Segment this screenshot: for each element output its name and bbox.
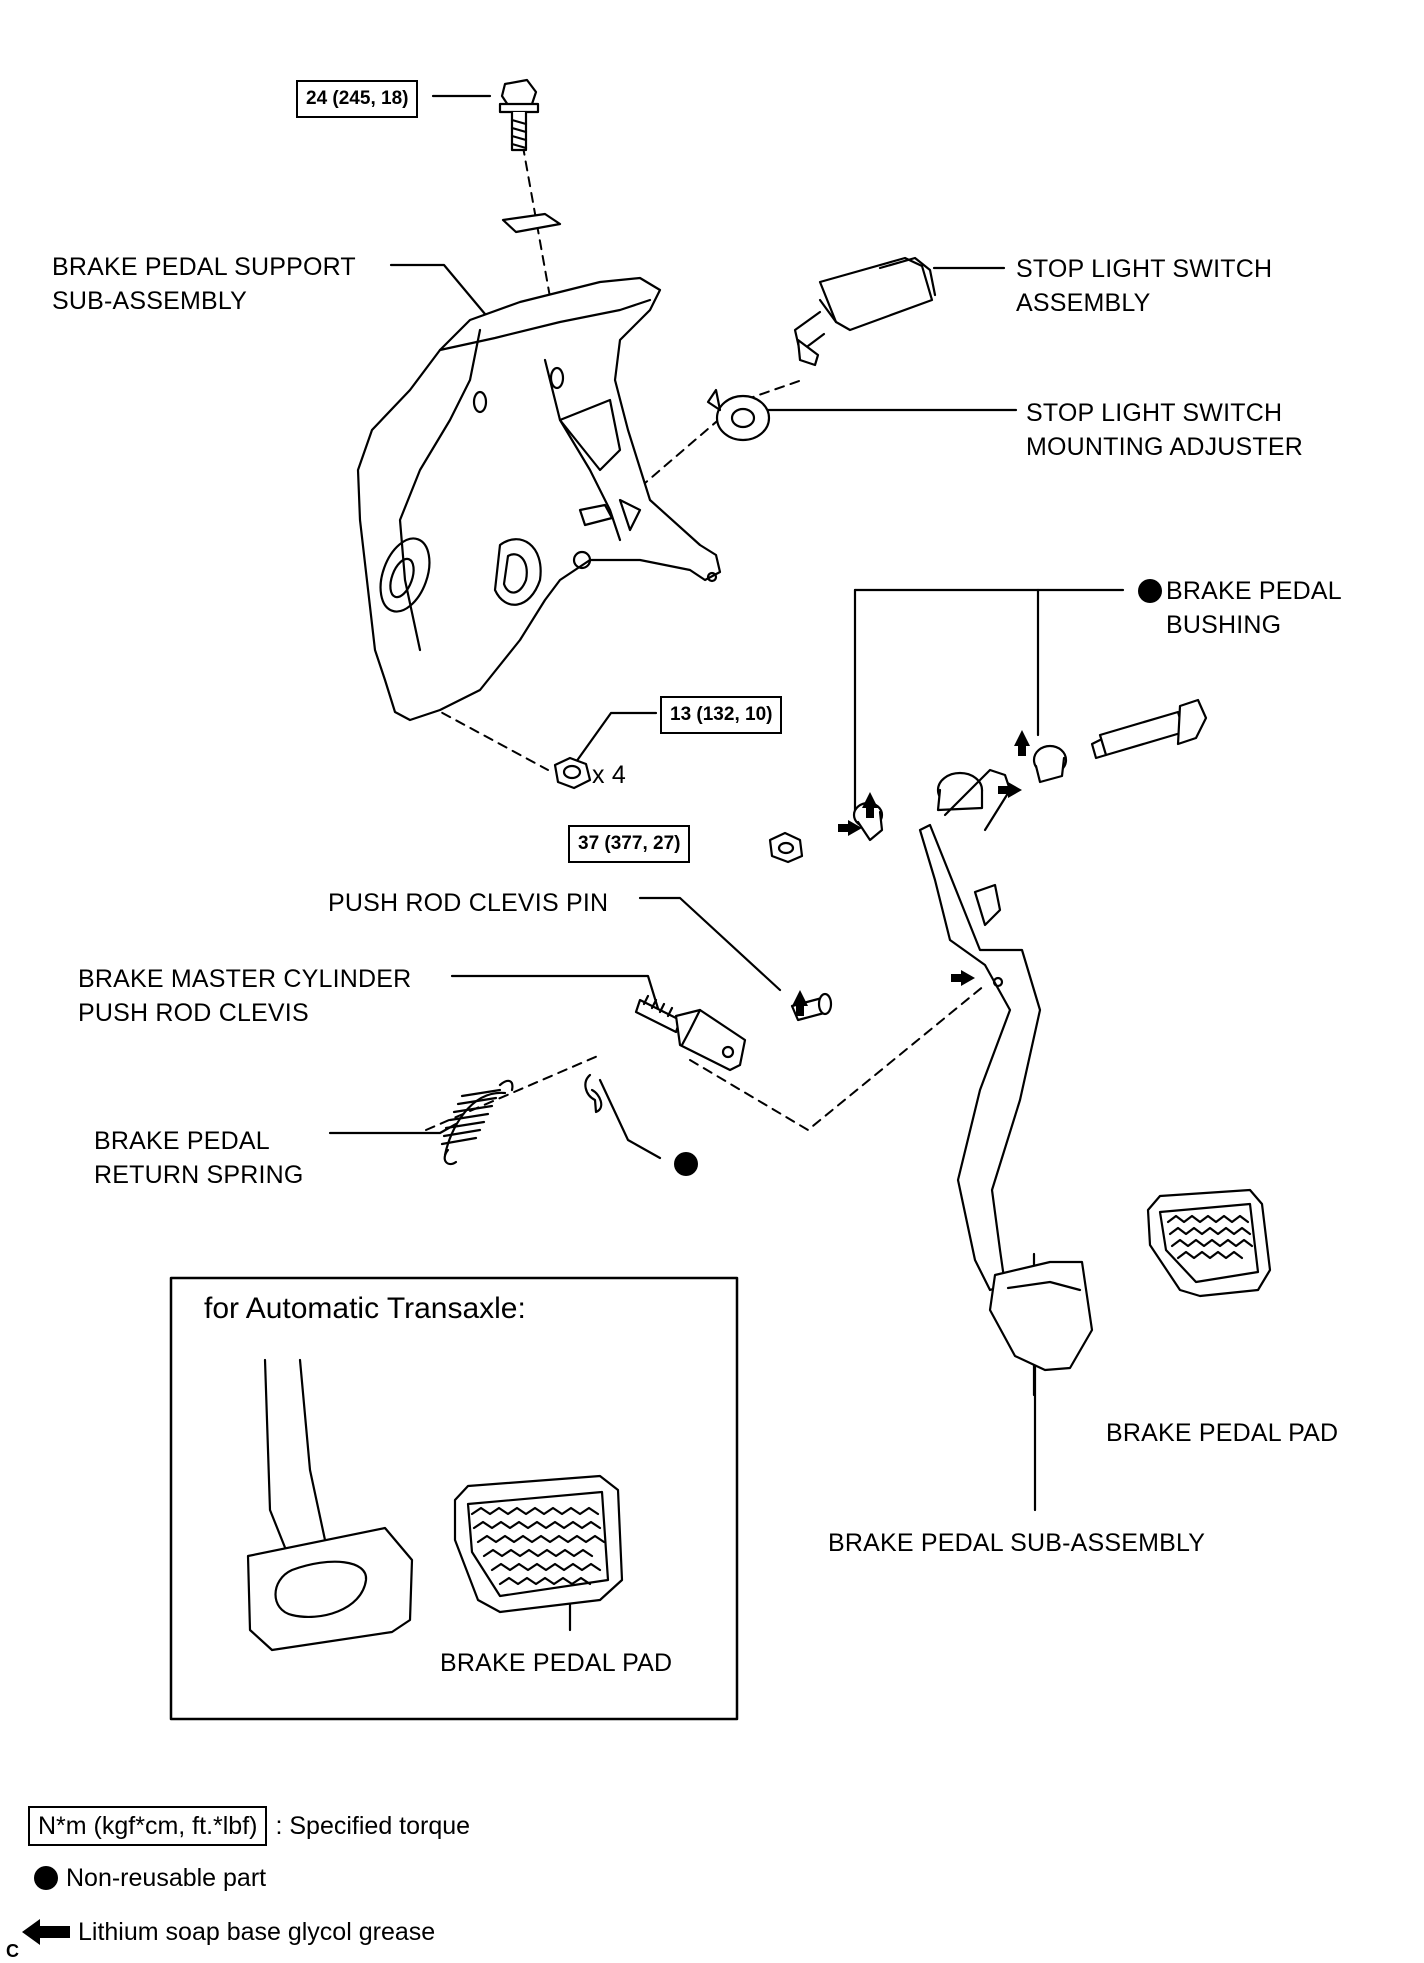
label-bushing-1: BRAKE PEDAL <box>1166 577 1342 605</box>
label-pad-main: BRAKE PEDAL PAD <box>1106 1419 1339 1447</box>
nonreusable-dot-icon <box>674 579 1162 1176</box>
label-support-1: BRAKE PEDAL SUPPORT <box>52 253 356 281</box>
nut-icon <box>553 756 592 790</box>
flange-bolt-icon <box>498 78 540 152</box>
inset-pedal-arm-icon <box>246 1358 414 1652</box>
legend-nonreusable: Non-reusable part <box>34 1860 266 1896</box>
label-pedal-sub: BRAKE PEDAL SUB-ASSEMBLY <box>828 1529 1206 1557</box>
legend-torque-desc: : Specified torque <box>275 1812 471 1840</box>
pivot-bolt-icon <box>1090 698 1208 760</box>
return-spring-icon <box>440 1079 514 1166</box>
label-stop-switch-1: STOP LIGHT SWITCH <box>1016 255 1273 283</box>
washer-icon <box>501 212 562 234</box>
legend-grease-text: Lithium soap base glycol grease <box>78 1918 436 1946</box>
legend-torque: N*m (kgf*cm, ft.*lbf) : Specified torque <box>28 1806 470 1846</box>
mounting-adjuster-icon <box>706 388 771 442</box>
pivot-nut-icon <box>768 831 804 864</box>
label-stop-switch-2: ASSEMBLY <box>1016 289 1151 317</box>
quantity-label: x 4 <box>592 761 626 789</box>
label-bushing-2: BUSHING <box>1166 611 1282 639</box>
label-adjuster-1: STOP LIGHT SWITCH <box>1026 399 1283 427</box>
inset-pedal-pad-icon <box>453 1474 624 1614</box>
label-spring-2: RETURN SPRING <box>94 1161 304 1189</box>
label-clevis-1: BRAKE MASTER CYLINDER <box>78 965 412 993</box>
brake-pedal-pad-icon <box>1146 1188 1272 1298</box>
push-rod-clevis-icon <box>634 994 747 1072</box>
label-clevis-pin: PUSH ROD CLEVIS PIN <box>328 889 609 917</box>
corner-mark: C <box>6 1941 20 1961</box>
grease-arrow-icon <box>792 730 1030 1016</box>
brake-pedal-arm-icon <box>918 768 1094 1372</box>
label-pad-inset: BRAKE PEDAL PAD <box>440 1649 673 1677</box>
inset-title: for Automatic Transaxle: <box>204 1292 526 1325</box>
legend-nonreusable-text: Non-reusable part <box>66 1864 267 1892</box>
grease-arrow-icon <box>22 1919 70 1945</box>
automatic-inset-frame <box>169 1276 739 1721</box>
label-clevis-2: PUSH ROD CLEVIS <box>78 999 309 1027</box>
torque-box-pivot-nut: 37 (377, 27) <box>568 825 691 863</box>
stop-light-switch-icon <box>793 256 937 367</box>
label-spring-1: BRAKE PEDAL <box>94 1127 270 1155</box>
label-adjuster-2: MOUNTING ADJUSTER <box>1026 433 1304 461</box>
legend-grease: Lithium soap base glycol grease <box>22 1914 435 1950</box>
nonreusable-dot-icon <box>34 1866 58 1890</box>
label-support-2: SUB-ASSEMBLY <box>52 287 248 315</box>
clip-icon <box>584 1073 603 1114</box>
torque-box-nut: 13 (132, 10) <box>660 696 783 734</box>
torque-box-bolt: 24 (245, 18) <box>296 80 419 118</box>
legend-torque-unit: N*m (kgf*cm, ft.*lbf) <box>28 1806 268 1846</box>
pedal-support-bracket-icon <box>356 276 722 722</box>
bushing-right-icon <box>1032 744 1068 784</box>
